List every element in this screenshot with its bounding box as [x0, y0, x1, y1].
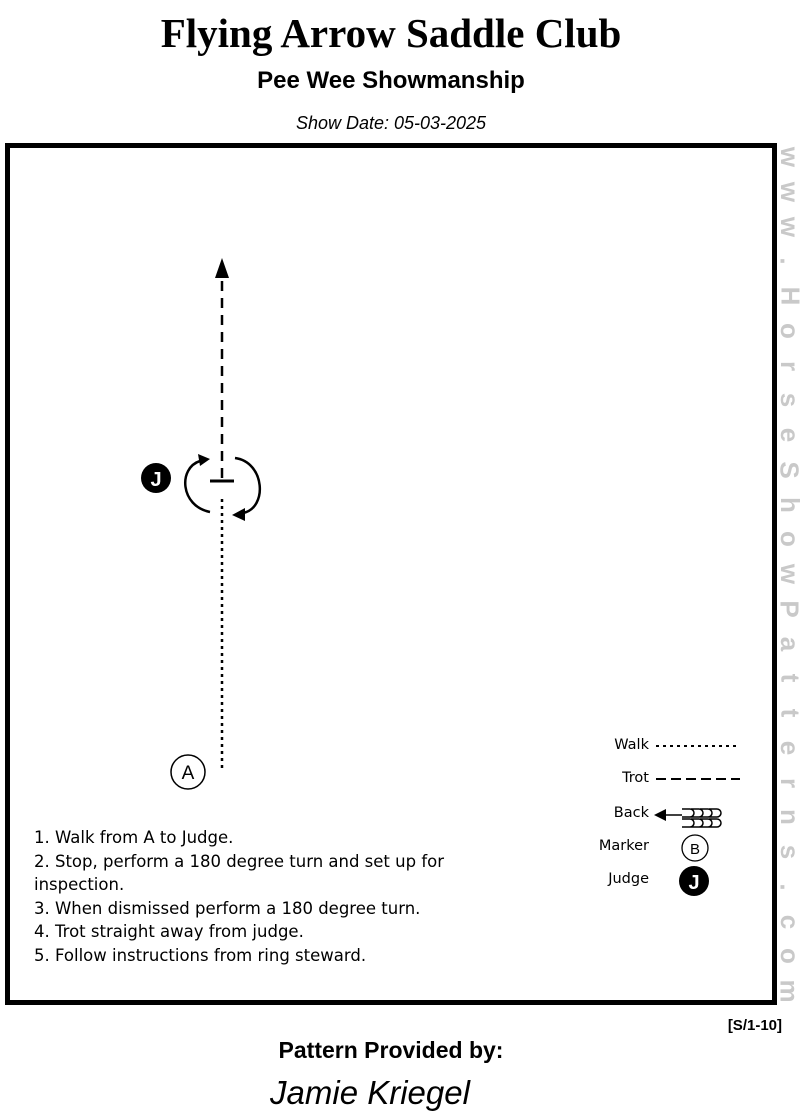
start-marker-a — [170, 754, 206, 790]
watermark-letter: r — [775, 360, 802, 371]
legend-walk-label: Walk — [614, 737, 649, 753]
trot-arrowhead — [215, 258, 229, 278]
watermark-letter: . — [774, 257, 802, 265]
watermark-letter: o — [774, 948, 802, 965]
watermark-letter: . — [774, 883, 802, 891]
start-marker-label: A — [182, 763, 195, 784]
watermark-letter: s — [775, 844, 802, 860]
watermark-letter: w — [774, 146, 802, 168]
judge-marker-label: J — [150, 469, 161, 491]
watermark-letter: w — [774, 181, 802, 202]
watermark-letter: e — [775, 427, 802, 443]
watermark-letter: w — [774, 563, 802, 585]
watermark-letter: P — [775, 600, 802, 618]
watermark-letter: c — [775, 914, 802, 929]
watermark-letter: a — [775, 636, 802, 651]
watermark-letter: o — [774, 531, 802, 548]
turn-arc-left — [184, 459, 211, 514]
instruction-step: 2. Stop, perform a 180 degree turn and s… — [34, 851, 445, 895]
watermark-letter: w — [774, 216, 802, 237]
club-title: Flying Arrow Saddle Club — [160, 10, 622, 56]
watermark-letter: H — [775, 286, 802, 306]
legend-judge-letter: J — [688, 872, 699, 894]
turn-arrow-left — [198, 454, 210, 466]
legend-judge-label: Judge — [608, 871, 649, 887]
watermark-letter: r — [775, 777, 802, 788]
instruction-step: 5. Follow instructions from ring steward… — [34, 945, 367, 965]
watermark-letter: s — [775, 393, 802, 408]
watermark-letter: n — [774, 809, 802, 826]
judge-marker — [141, 463, 171, 493]
turn-arrow-right — [232, 508, 245, 521]
pattern-author: Jamie Kriegel — [270, 1074, 470, 1111]
watermark-letter: t — [774, 708, 802, 718]
turn-arc-right — [234, 456, 262, 515]
instruction-step: 4. Trot straight away from judge. — [34, 922, 304, 941]
watermark-letter: m — [775, 979, 802, 1003]
watermark-letter: h — [774, 496, 802, 513]
legend-marker-label: Marker — [598, 838, 649, 854]
legend-back-label: Back — [613, 805, 649, 821]
show-date: Show Date: 05-03-2025 — [295, 113, 487, 133]
watermark-letter: o — [774, 322, 802, 339]
legend-marker-symbol — [681, 834, 709, 862]
legend-trot-label: Trot — [622, 770, 649, 786]
pattern-code: [S/1-10] — [727, 1017, 782, 1034]
instruction-step: 3. When dismissed perform a 180 degree t… — [34, 898, 421, 918]
class-title: Pee Wee Showmanship — [257, 67, 525, 94]
watermark-letter: e — [775, 740, 802, 755]
arena-pattern-box: J A B J Walk Trot Back Marker Judge — [5, 143, 777, 1005]
pattern-instructions: 1. Walk from A to Judge. 2. Stop, perfor… — [34, 826, 464, 967]
legend-judge-symbol — [679, 866, 709, 896]
legend-marker-letter: B — [690, 841, 700, 858]
watermark-letter: S — [775, 461, 802, 479]
provided-by-label: Pattern Provided by: — [278, 1037, 504, 1063]
pattern-diagram: J A B J — [141, 258, 740, 896]
instruction-step: 1. Walk from A to Judge. — [34, 828, 234, 847]
watermark-letter: t — [774, 673, 802, 683]
legend-back-symbol — [654, 808, 722, 828]
